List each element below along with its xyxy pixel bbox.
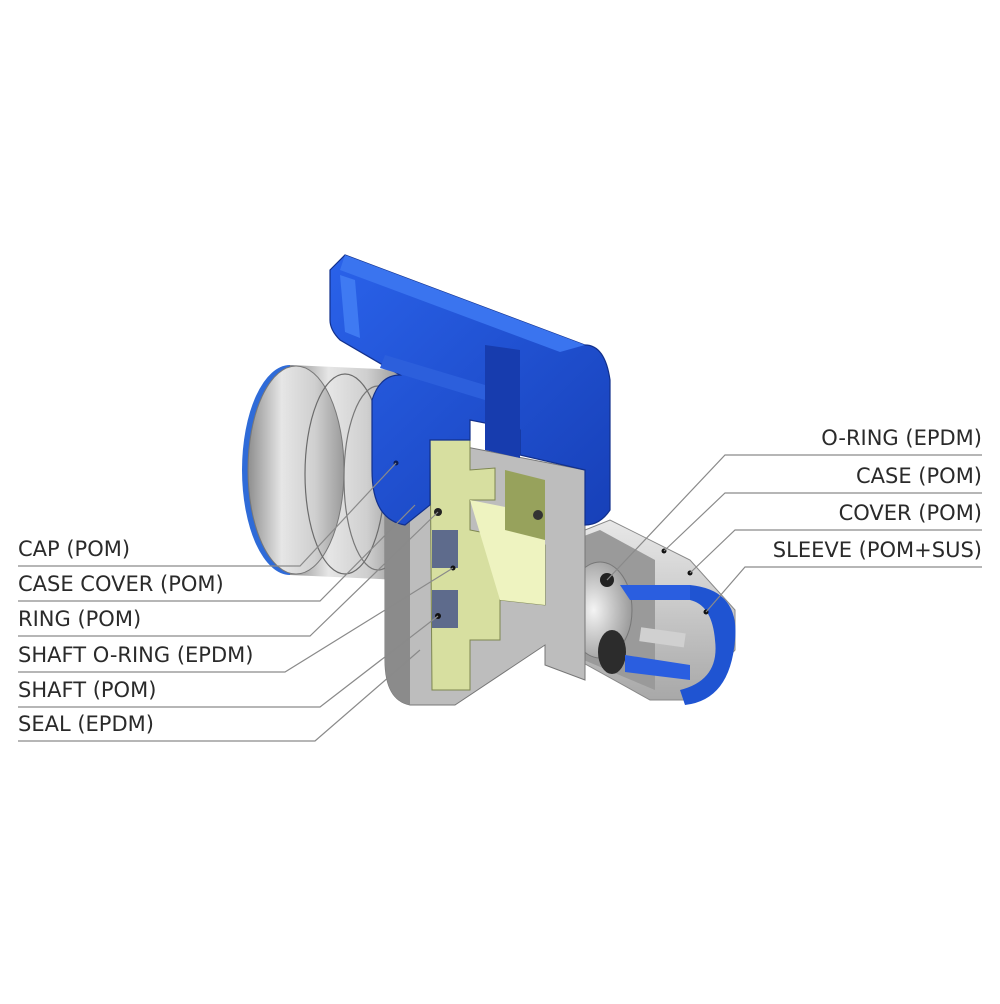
label-seal: SEAL (EPDM) <box>18 712 154 736</box>
label-o-ring: O-RING (EPDM) <box>821 426 982 450</box>
label-shaft: SHAFT (POM) <box>18 678 157 702</box>
valve-body-part <box>384 424 586 706</box>
handle-part <box>329 254 611 526</box>
label-shaft-o-ring: SHAFT O-RING (EPDM) <box>18 643 254 667</box>
label-sleeve: SLEEVE (POM+SUS) <box>772 538 982 562</box>
label-cap: CAP (POM) <box>18 537 131 561</box>
connector-part <box>559 519 736 705</box>
leader-lines-right <box>606 454 982 613</box>
leader-lines-left <box>18 462 454 742</box>
label-case: CASE (POM) <box>856 464 982 488</box>
label-ring: RING (POM) <box>18 607 142 631</box>
label-cover: COVER (POM) <box>838 501 982 525</box>
label-case-cover: CASE COVER (POM) <box>18 572 224 596</box>
